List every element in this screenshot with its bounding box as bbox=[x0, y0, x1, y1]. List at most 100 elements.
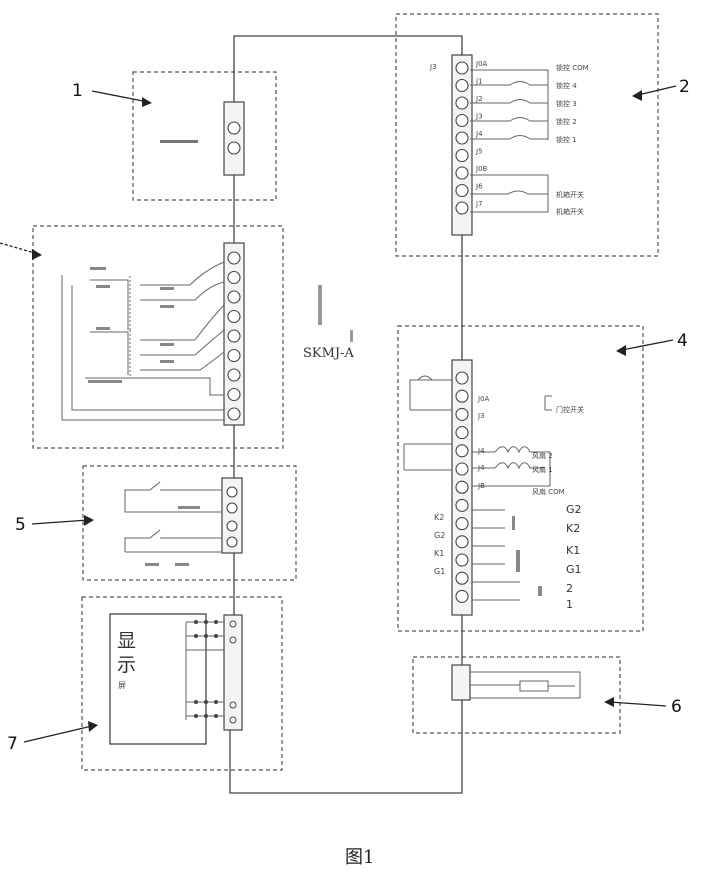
center-label: SKMJ-A bbox=[303, 346, 355, 361]
block-2-device-label: 机箱开关 bbox=[556, 190, 584, 199]
block-4-terminal-label: JB bbox=[477, 482, 485, 490]
callout-5: 5 bbox=[15, 515, 26, 535]
callouts: 1 2 3 4 5 6 7 bbox=[0, 77, 690, 754]
block-4-terminal bbox=[455, 371, 469, 385]
block-2-strip-label: J3 bbox=[429, 63, 437, 71]
block-3-terminal bbox=[227, 309, 241, 324]
block-2-terminal-label: J7 bbox=[475, 200, 483, 208]
main-loop-wire bbox=[229, 35, 463, 794]
block-2-terminal bbox=[455, 201, 469, 215]
block-2-device-label: 锁控 2 bbox=[556, 117, 577, 126]
block-4-terminal-label: J0A bbox=[477, 395, 490, 403]
block-4-device-label: 门控开关 bbox=[556, 405, 584, 414]
callout-6: 6 bbox=[671, 697, 682, 717]
block-4-terminal bbox=[455, 553, 469, 567]
block-6 bbox=[412, 656, 621, 734]
block-4-terminal bbox=[455, 498, 469, 512]
block-1-terminal-strip bbox=[223, 101, 245, 176]
block-2-terminal bbox=[455, 61, 469, 75]
block-6-terminal-strip bbox=[451, 664, 471, 701]
block-2-terminal bbox=[455, 148, 469, 163]
block-3-terminal bbox=[227, 368, 241, 382]
block-3-terminal bbox=[227, 348, 241, 363]
callout-3: 3 bbox=[0, 233, 11, 253]
block-2-terminal-label: J0B bbox=[475, 165, 488, 173]
callout-4: 4 bbox=[677, 331, 688, 351]
block-2-terminal bbox=[455, 96, 469, 110]
block-7: 显 示 屏 bbox=[81, 596, 283, 771]
block-3-terminal bbox=[227, 290, 241, 304]
figure-caption: 图1 bbox=[345, 847, 374, 868]
center-label-vertical-text bbox=[318, 285, 353, 342]
block-4-input-code: K1 bbox=[434, 549, 444, 558]
block-4-terminal-label: J3 bbox=[477, 412, 485, 420]
block-2-terminal bbox=[455, 113, 469, 128]
block-2-device-label: 锁控 COM bbox=[556, 63, 589, 72]
callout-1: 1 bbox=[72, 81, 83, 101]
block-2-terminal-label: J0A bbox=[475, 60, 488, 68]
block-2-device-label: 锁控 4 bbox=[556, 81, 577, 90]
block-2-device-label: 锁控 1 bbox=[556, 135, 577, 144]
block-4-device-label: 风扇 2 bbox=[532, 451, 553, 460]
block-4-terminal bbox=[455, 407, 469, 421]
block-4-terminal-label: J4 bbox=[477, 447, 485, 455]
block-2-terminal bbox=[455, 131, 469, 145]
block-2-terminal bbox=[455, 166, 469, 180]
block-4-input-code: G1 bbox=[434, 567, 445, 576]
block-2-terminal-label: J3 bbox=[475, 113, 483, 121]
block-4-device-label: 风扇 1 bbox=[532, 465, 553, 474]
block-6-resistor bbox=[519, 680, 549, 692]
block-4-terminal bbox=[455, 480, 469, 494]
display-text-3: 屏 bbox=[118, 681, 126, 690]
block-4-input-code: K2 bbox=[434, 513, 444, 522]
block-2-terminal-label: J1 bbox=[475, 78, 483, 86]
block-4-terminal-label: J4 bbox=[477, 464, 485, 472]
block-2-terminal bbox=[455, 78, 469, 93]
block-2-terminal-label: J5 bbox=[475, 148, 483, 156]
block-4-terminal bbox=[455, 517, 469, 531]
block-7-terminal-strip bbox=[223, 614, 243, 731]
block-3-terminal bbox=[227, 387, 241, 402]
block-2-terminal-label: J2 bbox=[475, 95, 483, 103]
block-4-terminal bbox=[455, 444, 469, 458]
block-4-output-code: 1 bbox=[566, 598, 573, 611]
block-3 bbox=[32, 225, 284, 449]
block-4-output-code: K1 bbox=[566, 544, 580, 557]
block-2-terminal bbox=[455, 183, 469, 198]
display-text-1: 显 bbox=[117, 630, 136, 652]
block-4-input-code: G2 bbox=[434, 531, 445, 540]
callout-2: 2 bbox=[679, 77, 690, 97]
block-2-terminal-label: J4 bbox=[475, 130, 483, 138]
block-5-terminal-strip bbox=[221, 477, 243, 554]
block-3-terminal bbox=[227, 251, 241, 265]
block-1-label-blur bbox=[160, 140, 198, 143]
block-4-terminal bbox=[455, 462, 469, 476]
callout-7: 7 bbox=[7, 734, 18, 754]
block-4-output-code: K2 bbox=[566, 522, 580, 535]
block-4-output-code: G1 bbox=[566, 563, 582, 576]
block-4-output-code: G2 bbox=[566, 503, 582, 516]
block-4-terminals bbox=[455, 371, 469, 603]
block-4-output-code: 2 bbox=[566, 582, 573, 595]
block-3-terminal bbox=[227, 329, 241, 343]
block-3-terminal bbox=[227, 407, 241, 421]
block-2-device-label: 机箱开关 bbox=[556, 207, 584, 216]
block-1 bbox=[132, 71, 277, 201]
block-2-terminal-label: J6 bbox=[475, 183, 483, 191]
display-text-2: 示 bbox=[117, 654, 136, 676]
block-5 bbox=[82, 465, 297, 581]
block-4-terminal bbox=[455, 535, 469, 549]
block-4-terminal bbox=[455, 589, 469, 603]
block-3-terminal bbox=[227, 270, 241, 285]
block-4-terminal bbox=[455, 571, 469, 585]
block-4-terminal bbox=[455, 389, 469, 403]
block-3-terminals bbox=[227, 251, 241, 421]
block-4-terminal bbox=[455, 426, 469, 440]
block-4-device-label: 风扇 COM bbox=[532, 487, 565, 496]
